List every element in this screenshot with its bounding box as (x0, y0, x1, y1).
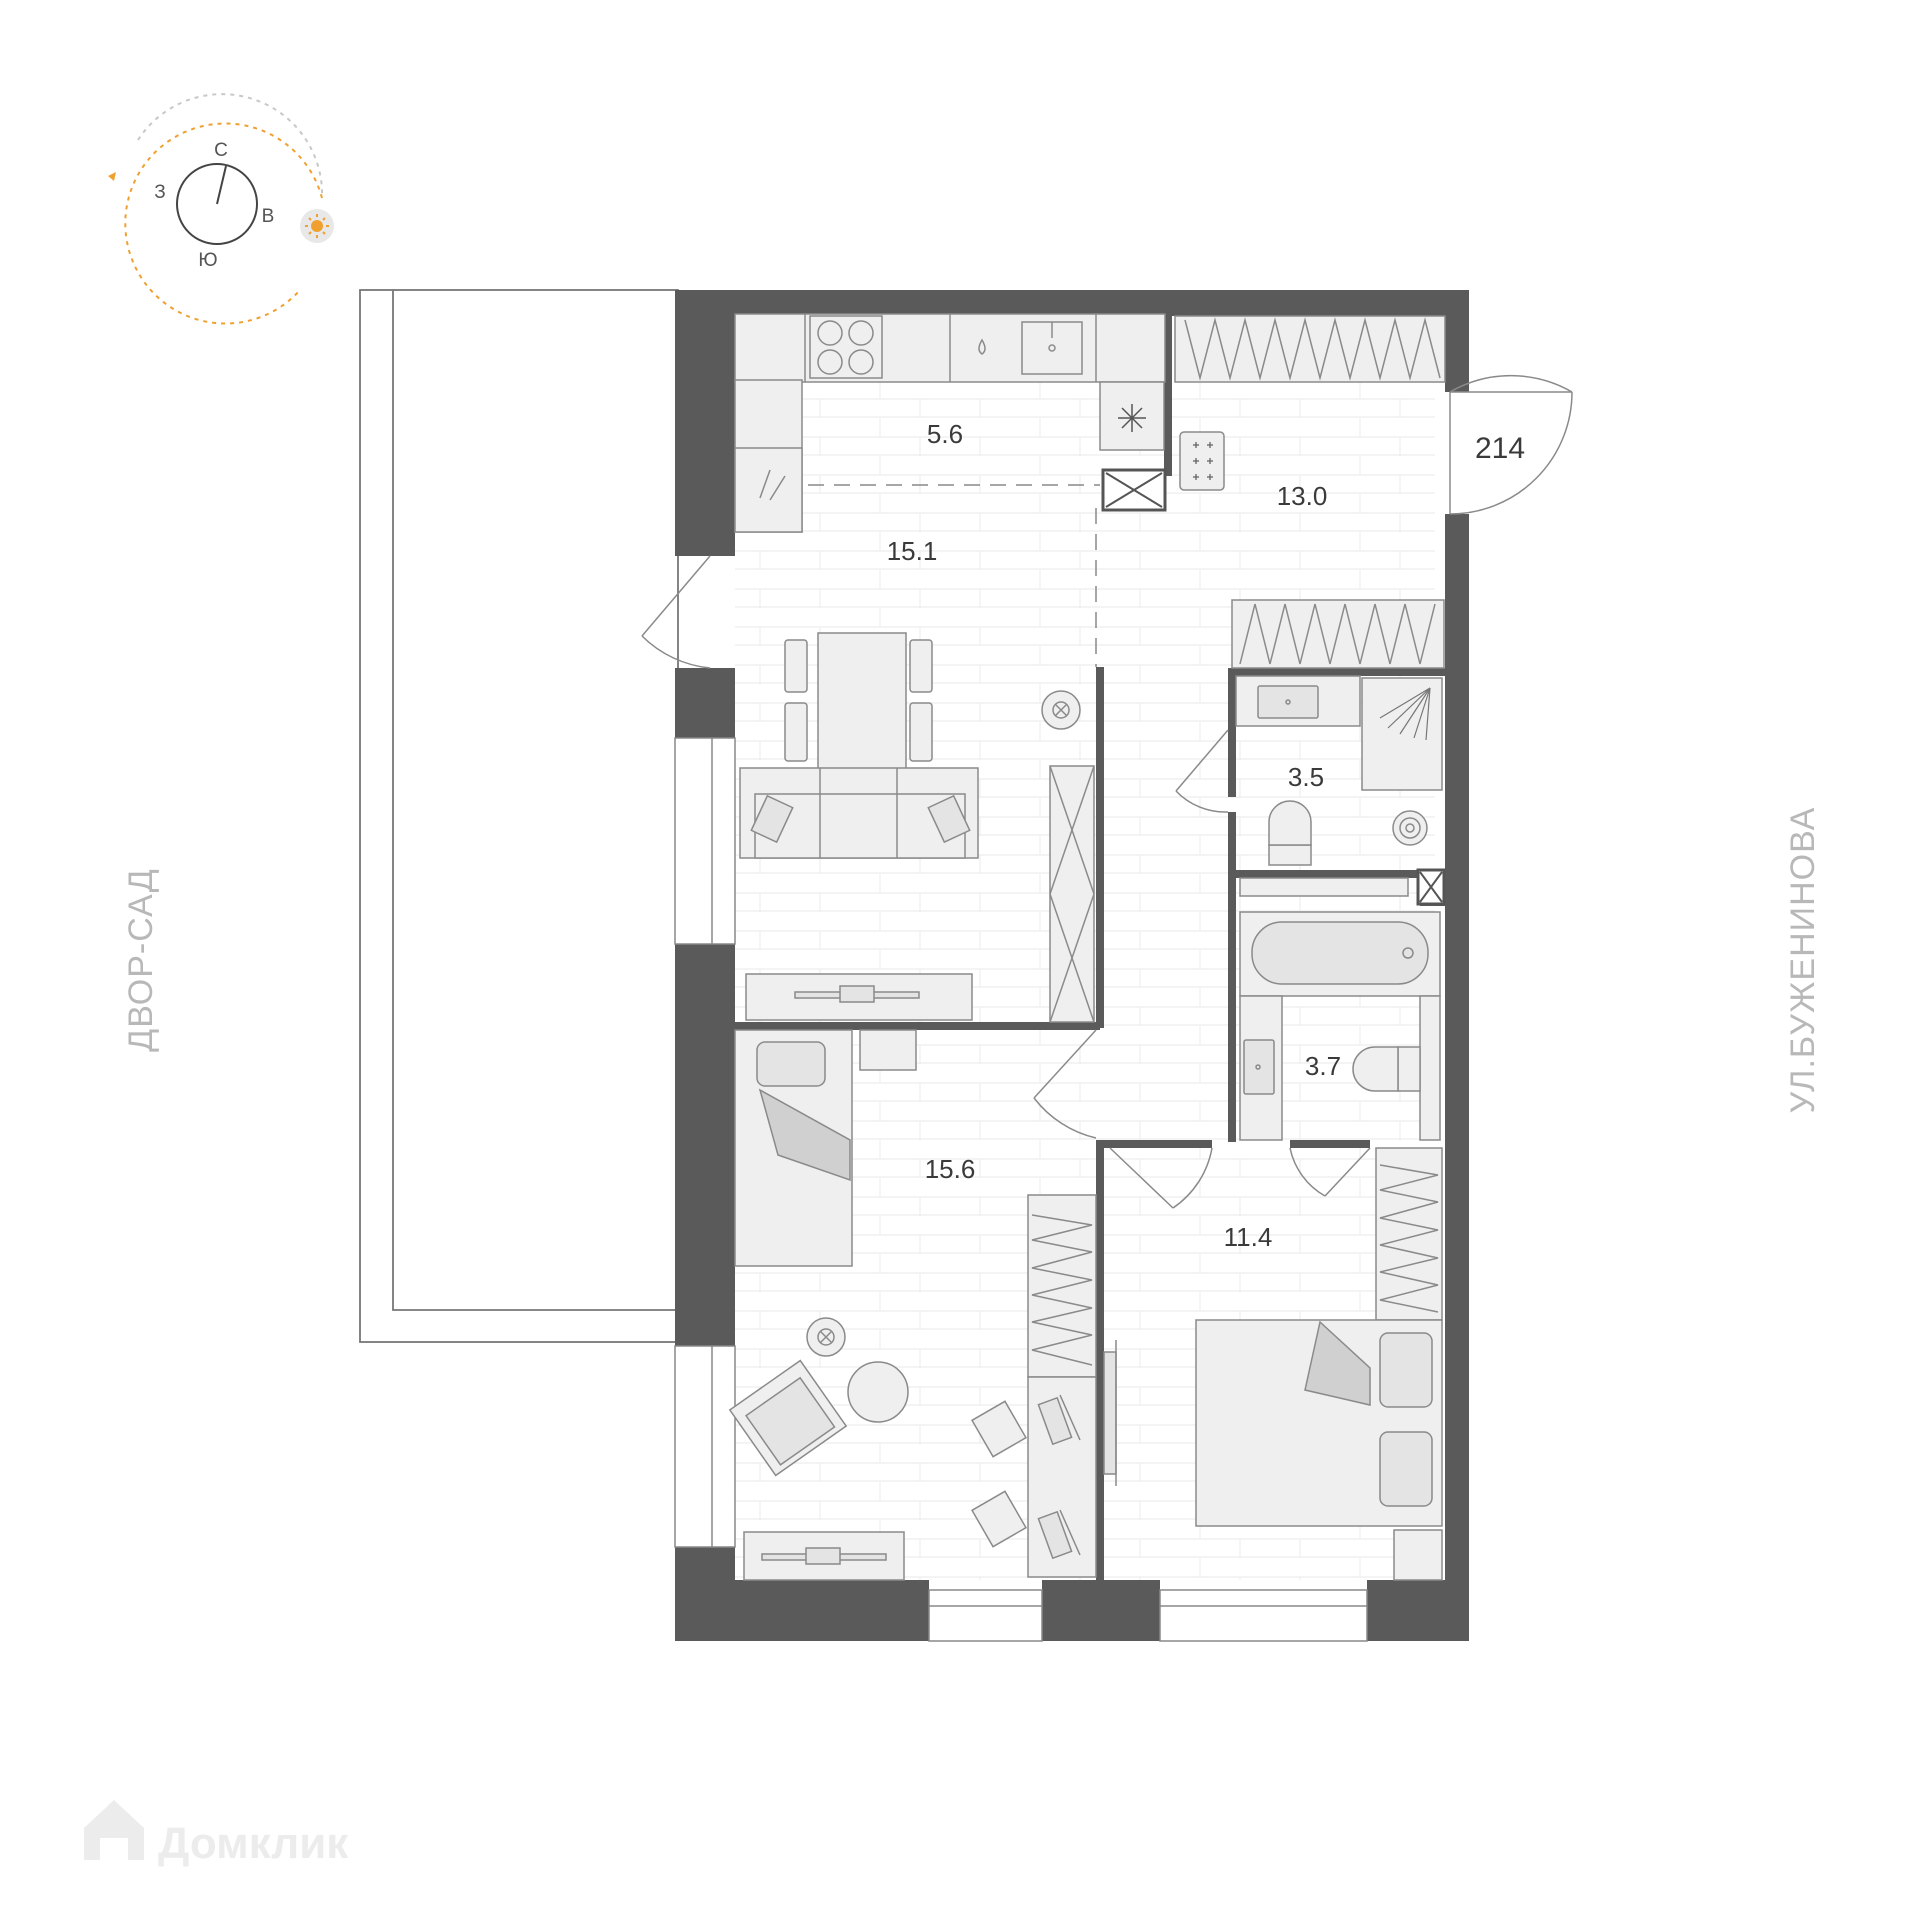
armchair (728, 1359, 848, 1477)
sofa (739, 767, 979, 859)
compass-south: Ю (198, 250, 217, 271)
bedroom2-wardrobe (1375, 1147, 1443, 1321)
watermark: Домклик (84, 1800, 349, 1868)
room-area-bathroom-2: 3.7 (1305, 1051, 1341, 1081)
tv-stand (743, 1531, 905, 1581)
toilet-icon (1268, 800, 1312, 866)
compass-east: В (262, 206, 275, 227)
bed-single (734, 1029, 853, 1267)
street-label: УЛ.БУЖЕНИНОВА (1784, 807, 1822, 1114)
outer-walls (675, 290, 1469, 1641)
sun-icon (300, 209, 334, 243)
terrace (359, 289, 679, 1343)
room-area-kitchen: 5.6 (927, 419, 963, 449)
room-area-living: 15.1 (887, 536, 938, 566)
water-drop-icon (978, 338, 986, 355)
tv-stand (745, 973, 973, 1021)
compass-north: С (214, 140, 228, 161)
room-area-hall: 13.0 (1277, 481, 1328, 511)
yard-label: ДВОР-САД (122, 868, 160, 1052)
floor-lamp-icon (1041, 690, 1081, 730)
nightstand (1393, 1529, 1443, 1581)
tv-wall (1103, 1340, 1117, 1486)
kitchen-unit (734, 313, 1166, 533)
bedroom1-wardrobe (1027, 1194, 1097, 1378)
apartment-number: 214 (1475, 432, 1525, 465)
room-area-bathroom-1: 3.5 (1288, 762, 1324, 792)
house-logo-icon (84, 1800, 144, 1860)
bed-double (1195, 1319, 1443, 1527)
toilet-icon (1352, 1046, 1421, 1092)
watermark-text: Домклик (158, 1819, 349, 1868)
sink-icon (1021, 321, 1083, 375)
room-area-bedroom-2: 11.4 (1224, 1222, 1273, 1252)
compass-west: З (154, 182, 165, 203)
work-desk (971, 1376, 1097, 1578)
bathroom-1-fixtures (1235, 675, 1443, 897)
bathroom-2-fixtures (1239, 911, 1441, 1141)
floor-lamp-icon (806, 1317, 846, 1357)
windows (674, 737, 1368, 1642)
electrical-panel-icon (1179, 431, 1225, 491)
coffee-table (847, 1361, 909, 1423)
doors (641, 374, 1573, 1209)
desk-small (859, 1029, 917, 1071)
cooktop-icon (809, 315, 883, 379)
hall-wardrobe (1174, 315, 1446, 669)
water-heater-icon (1392, 810, 1428, 846)
compass: С З В Ю (108, 93, 334, 325)
room-area-bedroom-1: 15.6 (925, 1154, 976, 1184)
fridge-icon (1118, 404, 1146, 432)
living-wardrobe (1049, 765, 1095, 1023)
shower-icon (1379, 687, 1431, 741)
bathtub-icon (1239, 911, 1441, 997)
